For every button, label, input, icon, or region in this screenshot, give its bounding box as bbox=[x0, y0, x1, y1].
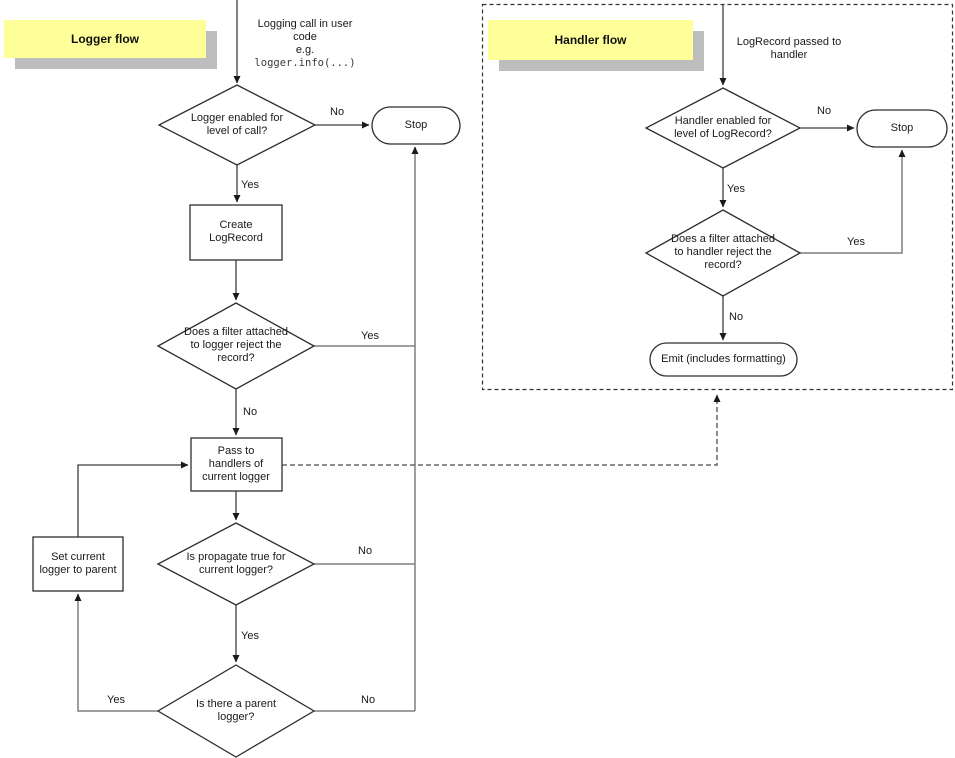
create-logrecord-box bbox=[189, 204, 283, 261]
filter-yes-label: Yes bbox=[361, 330, 379, 342]
edge-set-to-pass bbox=[77, 461, 189, 537]
emit-label: Emit (includes formatting) bbox=[661, 353, 786, 365]
logger-filter-label: Does a filter attached to logger reject … bbox=[184, 326, 288, 364]
logger-flow-title-text: Logger flow bbox=[71, 32, 139, 46]
logger-stop-label: Stop bbox=[404, 119, 428, 131]
logger-filter-diamond bbox=[156, 302, 316, 390]
logger-stop-terminal bbox=[371, 106, 461, 145]
filter-no-label: No bbox=[243, 406, 258, 418]
propagate-yes-label: Yes bbox=[241, 630, 259, 642]
enabled-yes-label: Yes bbox=[241, 179, 259, 191]
handler-filter-no-label: No bbox=[729, 311, 744, 323]
handler-start-note: LogRecord passed to handler bbox=[736, 36, 842, 61]
parent-yes-label: Yes bbox=[107, 694, 125, 706]
pass-handlers-box bbox=[190, 437, 283, 492]
handler-stop-terminal bbox=[856, 109, 948, 148]
set-parent-label: Set current logger to parent bbox=[39, 551, 117, 576]
propagate-label: Is propagate true for current logger? bbox=[186, 551, 286, 576]
handler-filter-yes-label: Yes bbox=[847, 236, 865, 248]
logger-start-note: Logging call in user code e.g. logger.in… bbox=[243, 18, 367, 70]
logger-start-note-code: logger.info(...) bbox=[254, 57, 356, 69]
logger-enabled-label: Logger enabled for level of call? bbox=[190, 112, 284, 137]
handler-flow-title-text: Handler flow bbox=[554, 33, 627, 47]
edge-pass-to-handler-flow-dashed bbox=[282, 394, 721, 466]
handler-enabled-no-label: No bbox=[817, 105, 832, 117]
edge-hfilter-yes-to-stop bbox=[800, 149, 906, 254]
logger-flow-title: Logger flow bbox=[4, 20, 206, 58]
handler-filter-label: Does a filter attached to handler reject… bbox=[671, 233, 775, 271]
handler-enabled-yes-label: Yes bbox=[727, 183, 745, 195]
handler-stop-label: Stop bbox=[890, 122, 914, 134]
handler-flow-title: Handler flow bbox=[488, 20, 693, 60]
propagate-no-label: No bbox=[358, 545, 373, 557]
logger-enabled-diamond bbox=[157, 84, 317, 166]
handler-flow-dashed-border bbox=[481, 3, 954, 391]
set-parent-box bbox=[32, 536, 124, 592]
parent-no-label: No bbox=[361, 694, 376, 706]
emit-terminal bbox=[649, 342, 798, 377]
handler-filter-diamond bbox=[644, 209, 802, 297]
logger-start-note-text: Logging call in user code bbox=[257, 18, 353, 43]
pass-handlers-label: Pass to handlers of current logger bbox=[202, 445, 270, 483]
propagate-diamond bbox=[156, 522, 316, 606]
handler-enabled-label: Handler enabled for level of LogRecord? bbox=[674, 115, 772, 140]
parent-logger-diamond bbox=[156, 664, 316, 758]
enabled-no-label: No bbox=[330, 106, 345, 118]
create-logrecord-label: Create LogRecord bbox=[209, 219, 263, 244]
handler-enabled-diamond bbox=[644, 87, 802, 169]
edge-parent-yes-to-set bbox=[74, 593, 158, 712]
parent-logger-label: Is there a parent logger? bbox=[195, 698, 277, 723]
logger-start-note-eg: e.g. bbox=[295, 44, 315, 56]
